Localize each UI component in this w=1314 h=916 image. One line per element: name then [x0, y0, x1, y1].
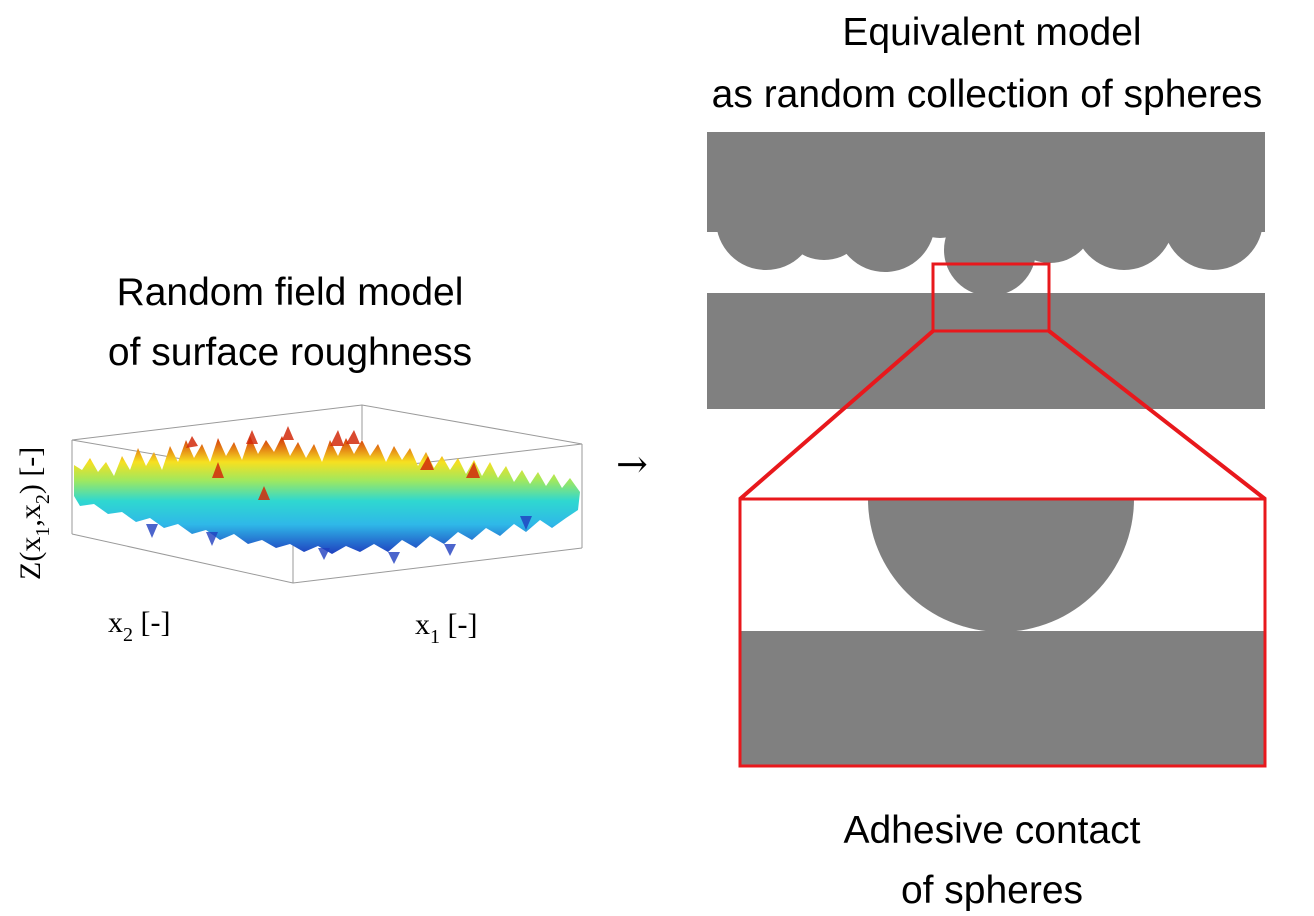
zoomed-contact-detail: [738, 497, 1267, 768]
zoom-line-left: [738, 329, 935, 501]
x1-axis-label: x1 [-]: [415, 608, 478, 648]
equivalent-model-title-line2: as random collection of spheres: [711, 73, 1263, 116]
lower-body: [707, 293, 1265, 409]
random-field-title-line1: Random field model: [116, 271, 464, 314]
z-axis-label: Z(x1,x2) [-]: [14, 446, 54, 580]
x2-axis-label: x2 [-]: [108, 606, 171, 646]
upper-body-with-asperities: [707, 132, 1265, 296]
right-arrow-icon: →: [616, 442, 648, 486]
rough-surface: [74, 426, 580, 564]
equivalent-model-title-line1: Equivalent model: [842, 11, 1142, 54]
zoom-detail-frame: [738, 497, 1267, 768]
adhesive-contact-title-line2: of spheres: [900, 869, 1084, 912]
sphere: [868, 499, 1134, 632]
adhesive-contact-title-line1: Adhesive contact: [843, 809, 1141, 852]
random-field-title-line2: of surface roughness: [107, 331, 473, 374]
zoom-selection-box: [931, 262, 1051, 333]
zoom-line-right: [1047, 329, 1267, 501]
flat-substrate: [740, 631, 1265, 766]
